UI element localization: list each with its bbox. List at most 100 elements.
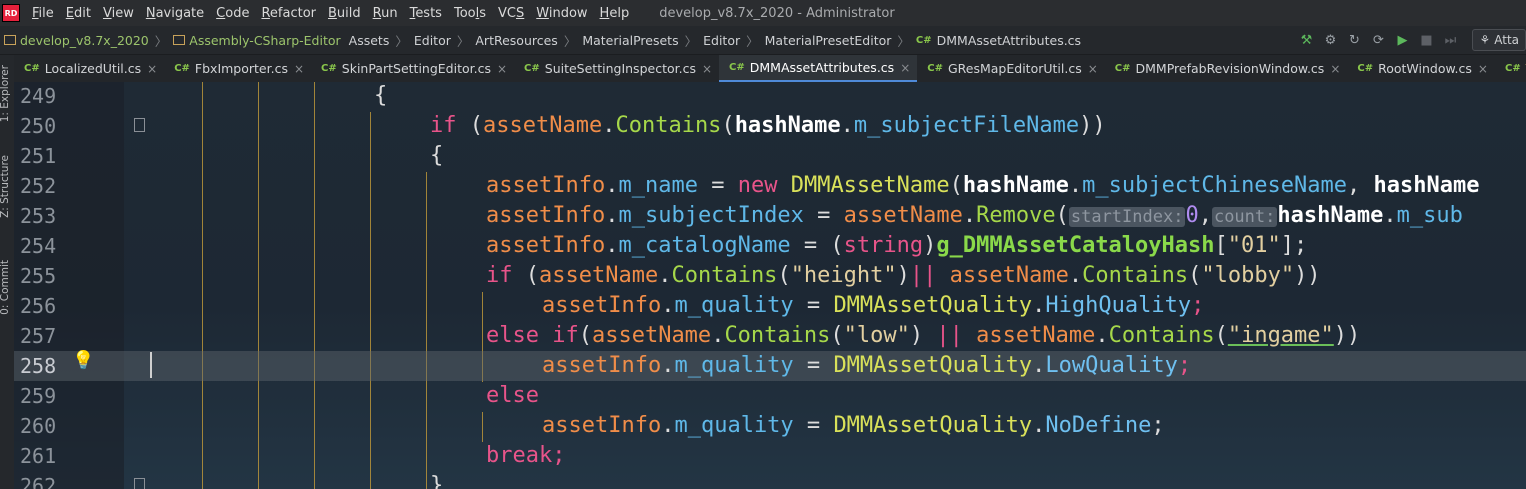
code-token: m_name [618, 173, 698, 198]
close-icon[interactable]: × [1330, 61, 1341, 76]
menu-item[interactable]: Refactor [255, 6, 322, 21]
csharp-file-icon: C# [729, 62, 745, 73]
menu-item-text: iew [111, 5, 134, 21]
code-token: ( [578, 323, 592, 348]
code-token: . [1032, 413, 1046, 438]
csharp-file-icon: C# [1504, 63, 1521, 74]
menu-item[interactable]: Tests [404, 6, 448, 21]
breadcrumb-folder[interactable]: MaterialPresetEditor [764, 32, 892, 48]
code-token [963, 323, 976, 348]
reload-icon[interactable]: ⟳ [1373, 32, 1384, 48]
menu-item-text: Too [453, 5, 476, 21]
breadcrumb-project[interactable]: Assembly-CSharp-Editor [169, 33, 344, 48]
menu-item[interactable]: View [97, 6, 140, 21]
close-icon[interactable]: × [900, 60, 911, 75]
step-icon[interactable]: ⏭ [1444, 32, 1457, 48]
tab-file[interactable]: C#GResMapEditorUtil.cs× [917, 55, 1105, 82]
tab-file[interactable]: C#FbxImporter.cs× [164, 55, 311, 82]
close-icon[interactable]: × [293, 61, 305, 76]
breadcrumb-folder[interactable]: Editor [413, 32, 451, 48]
side-tool-explorer[interactable]: 1: Explorer [0, 65, 11, 123]
close-icon[interactable]: × [701, 61, 713, 76]
menu-item[interactable]: Help [594, 6, 636, 21]
code-token: = ( [790, 233, 844, 258]
menu-item[interactable]: Tools [448, 6, 492, 21]
menu-item-mnemonic: E [65, 5, 74, 21]
rider-logo-icon: RD [2, 4, 20, 22]
menu-item[interactable]: Navigate [140, 6, 210, 21]
code-token: new [737, 173, 778, 198]
code-token: g_DMMAssetCataloyHash [936, 233, 1215, 258]
lightbulb-icon[interactable]: 💡 [72, 350, 95, 371]
stop-icon[interactable]: ■ [1420, 32, 1433, 48]
breadcrumb-folder[interactable]: Editor [703, 32, 741, 48]
tab-file[interactable]: C#DMMPrefabRevisionWindow.cs× [1105, 55, 1348, 82]
code-token: . [962, 203, 977, 228]
code-token: ; [1177, 353, 1192, 378]
side-tool-structure[interactable]: Z: Structure [0, 155, 11, 218]
code-token: assetName [483, 113, 603, 138]
fold-marker-icon[interactable] [134, 118, 145, 132]
menu-item[interactable]: Edit [60, 6, 97, 21]
code-token: "ingame" [1227, 323, 1334, 348]
code-token: ) [896, 263, 910, 288]
menu-item[interactable]: Run [367, 6, 404, 21]
code-token: m_subjectFileName [853, 113, 1080, 138]
csharp-file-icon: C# [915, 34, 932, 46]
breadcrumb-folder[interactable]: MaterialPresets [582, 32, 679, 48]
breadcrumb-file[interactable]: C# DMMAssetAttributes.cs [915, 32, 1082, 48]
code-token: . [1383, 203, 1397, 228]
code-token: assetName [591, 323, 712, 348]
menu-item[interactable]: Code [210, 6, 255, 21]
close-icon[interactable]: × [496, 61, 508, 76]
csharp-file-icon: C# [321, 63, 337, 74]
breadcrumb-folder[interactable]: ArtResources [475, 32, 558, 48]
code-token: LowQuality [1045, 353, 1178, 378]
refresh-icon[interactable]: ↻ [1349, 32, 1360, 48]
code-text: } [430, 471, 443, 489]
code-token: "lobby" [1201, 263, 1295, 288]
code-token: assetName [949, 263, 1069, 288]
tab-label: FbxImporter.cs [194, 61, 288, 76]
code-token: , [1198, 203, 1212, 228]
tab-file[interactable]: C#Type.cs [1495, 55, 1526, 82]
tab-file[interactable]: C#DMMAssetAttributes.cs× [719, 55, 918, 82]
run-icon[interactable]: ▶ [1397, 32, 1408, 48]
code-line: 262} [14, 471, 1526, 489]
code-token: ) [909, 323, 937, 348]
menu-item-mnemonic: T [409, 5, 416, 21]
attach-icon: ⚘ [1479, 33, 1491, 47]
code-token: . [1032, 293, 1046, 318]
menu-item[interactable]: File [26, 6, 60, 21]
attach-button[interactable]: ⚘ Atta [1472, 29, 1526, 51]
close-icon[interactable]: × [1087, 61, 1098, 76]
code-token: DMMAssetName [790, 173, 950, 198]
close-icon[interactable]: × [147, 61, 158, 76]
fold-marker-icon[interactable] [134, 478, 145, 489]
code-token: count: [1211, 207, 1278, 227]
menu-item[interactable]: VCS [492, 6, 530, 21]
menu-item[interactable]: Build [322, 6, 367, 21]
tab-file[interactable]: C# SkinPartSettingEditor.cs × [311, 55, 514, 82]
menu-item-mnemonic: l [475, 5, 480, 21]
code-token: { [374, 83, 388, 108]
debug-settings-icon[interactable]: ⚙ [1324, 32, 1337, 48]
tab-file[interactable]: C#SuiteSettingInspector.cs× [514, 55, 719, 82]
code-line: 249{ [14, 82, 1526, 111]
tab-label: SkinPartSettingEditor.cs [341, 61, 491, 76]
breadcrumb-folder[interactable]: Assets [348, 32, 390, 48]
close-icon[interactable]: × [1477, 61, 1488, 76]
code-token: . [1032, 353, 1046, 378]
code-token: ) [923, 233, 937, 258]
side-tool-commit[interactable]: 0: Commit [0, 260, 11, 315]
code-token: string [843, 233, 924, 258]
code-token: = [793, 413, 834, 438]
tab-file[interactable]: C#RootWindow.cs× [1347, 55, 1495, 82]
tab-file[interactable]: C#LocalizedUtil.cs× [14, 55, 164, 82]
build-hammer-icon[interactable]: ⚒ [1300, 32, 1313, 48]
breadcrumb-solution[interactable]: develop_v8.7x_2020 [0, 33, 153, 48]
code-token: = [803, 203, 844, 228]
menu-item[interactable]: Window [530, 6, 593, 21]
